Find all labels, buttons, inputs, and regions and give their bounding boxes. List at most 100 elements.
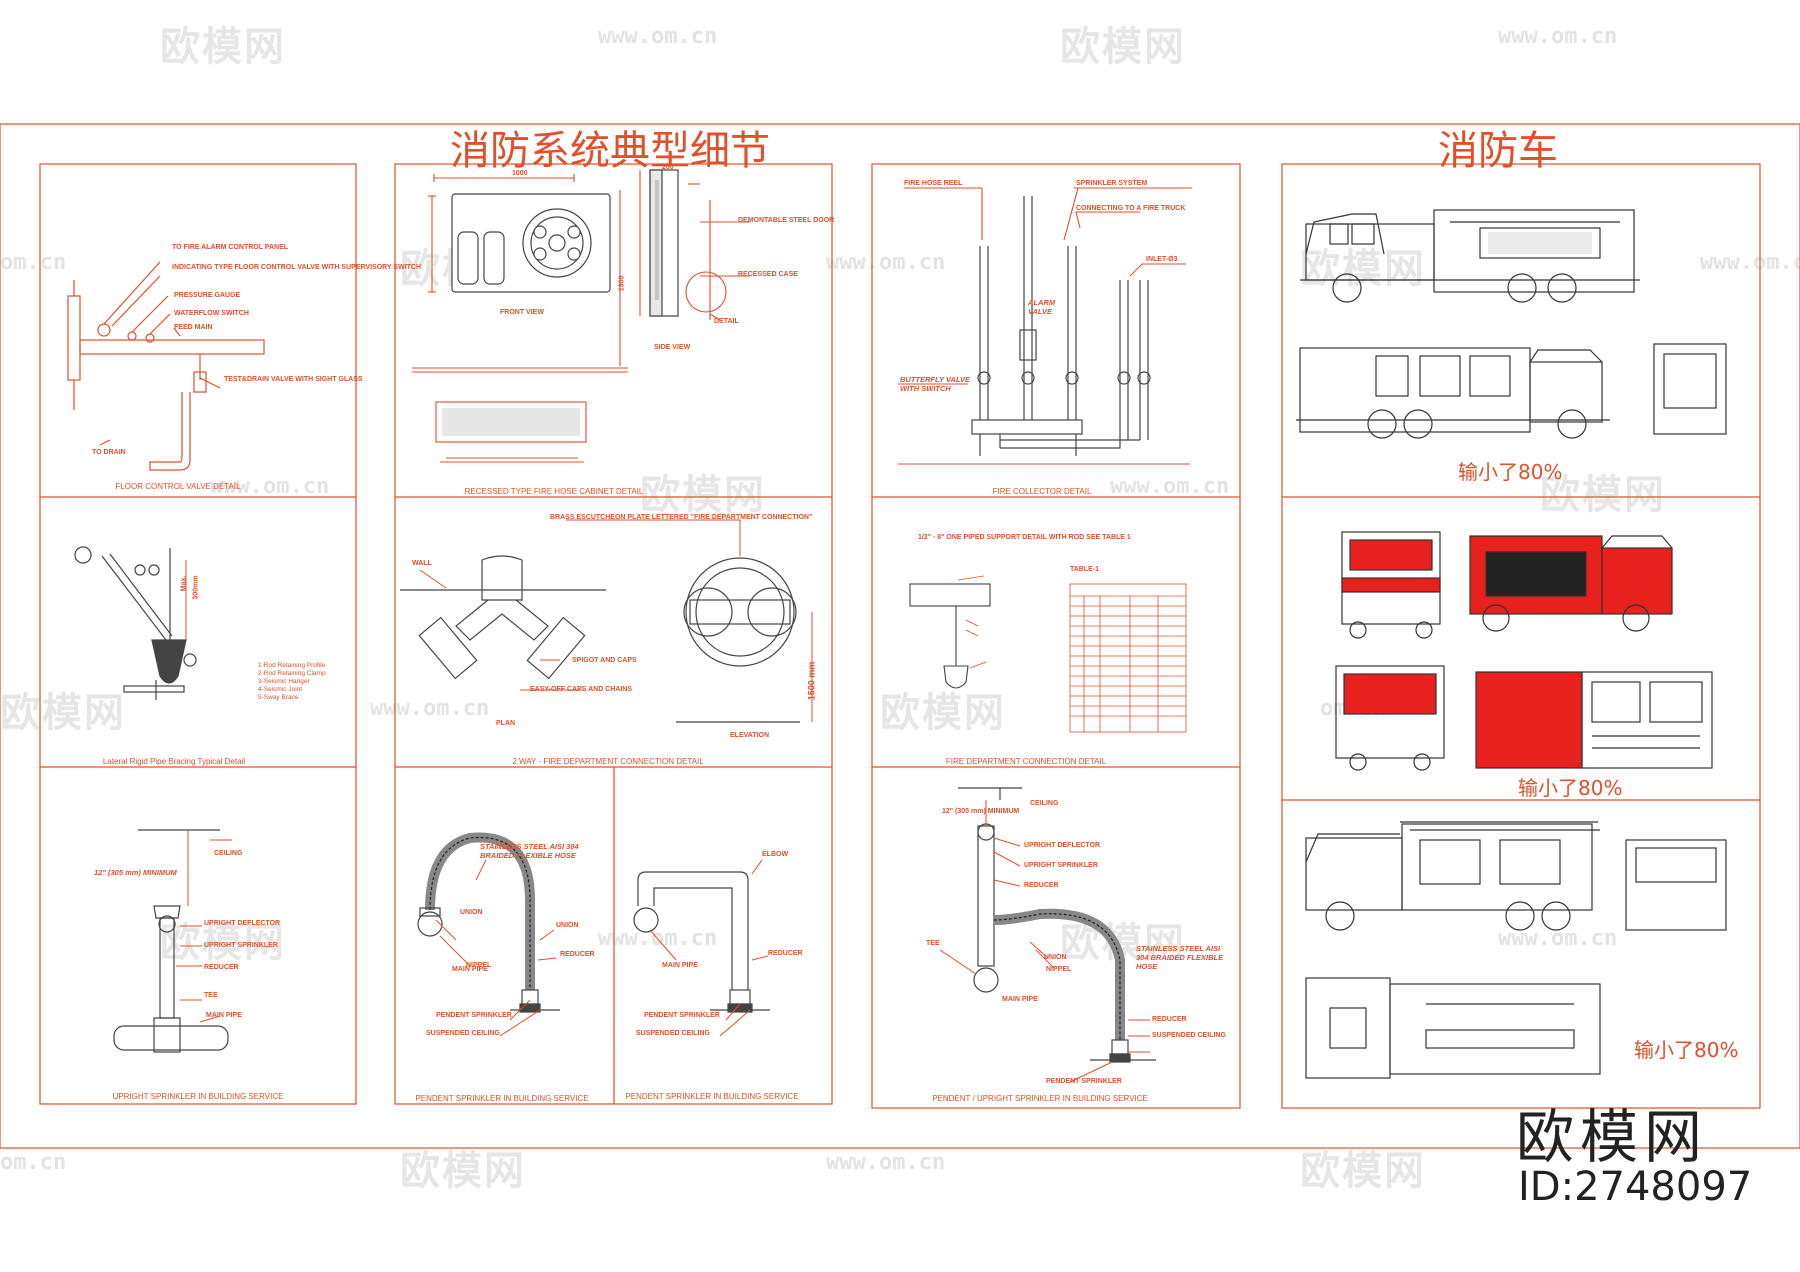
watermark-url: om.cn xyxy=(0,1150,67,1175)
label-tee: TEE xyxy=(926,940,940,947)
legend-item: 3-Seismic Hanger xyxy=(258,678,310,685)
label-wall: WALL xyxy=(412,560,432,567)
watermark-url: www.om.cn xyxy=(1498,24,1618,49)
label-main-pipe: MAIN PIPE xyxy=(662,962,698,969)
caption-floor-control: FLOOR CONTROL VALVE DETAIL xyxy=(115,482,241,491)
watermark-logo: 欧模网 xyxy=(0,690,126,736)
label-plan: PLAN xyxy=(496,720,516,727)
caption-hose-cabinet: RECESSED TYPE FIRE HOSE CABINET DETAIL xyxy=(464,487,644,496)
dim-depth: 200 xyxy=(662,164,674,171)
watermark-url: om.cn xyxy=(0,250,67,275)
label-max: Max. xyxy=(180,575,188,592)
label-suspended-ceiling: SUSPENDED CEILING xyxy=(636,1030,710,1037)
label-to-drain: TO DRAIN xyxy=(92,449,126,456)
label-indicating-valve: INDICATING TYPE FLOOR CONTROL VALVE WITH… xyxy=(172,264,422,271)
dim-300mm: 300mm xyxy=(192,575,200,600)
watermark-url: www.om.cn xyxy=(826,1150,946,1175)
label-side-view: SIDE VIEW xyxy=(654,344,691,351)
label-union: UNION xyxy=(460,909,483,916)
dim-height: 1300 xyxy=(618,275,626,292)
label-test-drain: TEST&DRAIN VALVE WITH SIGHT GLASS xyxy=(224,376,363,383)
label-recessed-case: RECESSED CASE xyxy=(738,271,798,278)
sheet-title-fire-trucks: 消防车 xyxy=(1438,128,1558,174)
label-brass-plate: BRASS ESCUTCHEON PLATE LETTERED "FIRE DE… xyxy=(550,514,813,521)
legend-item: 1-Rod Retaining Profile xyxy=(258,662,326,669)
label-fire-hose-reel: FIRE HOSE REEL xyxy=(904,180,963,187)
label-fire-truck-connection: CONNECTING TO A FIRE TRUCK xyxy=(1076,205,1186,212)
label-main-pipe: MAIN PIPE xyxy=(206,1012,242,1019)
truck-line-drawing-3 xyxy=(1305,821,1727,1079)
label-min-distance: 12" (305 mm) MINIMUM xyxy=(94,868,177,877)
caption-pendent-a: PENDENT SPRINKLER IN BUILDING SERVICE xyxy=(415,1094,589,1103)
caption-dept-connection: 2 WAY - FIRE DEPARTMENT CONNECTION DETAI… xyxy=(512,757,704,766)
label-ceiling: CEILING xyxy=(214,850,243,857)
label-spigot-caps: SPIGOT AND CAPS xyxy=(572,657,637,664)
table-title: TABLE-1 xyxy=(1070,566,1100,573)
watermark-logo: 欧模网 xyxy=(1300,1148,1426,1194)
label-butterfly-valve: BUTTERFLY VALVE WITH SWITCH xyxy=(900,375,971,393)
legend-item: 5-Sway Brace xyxy=(258,694,299,701)
label-main-pipe: MAIN PIPE xyxy=(452,966,488,973)
label-tee: TEE xyxy=(204,992,218,999)
label-reducer: REDUCER xyxy=(204,964,239,971)
watermark-logo: 欧模网 xyxy=(1300,246,1426,292)
label-reducer: REDUCER xyxy=(1024,882,1059,889)
label-nippel: NIPPEL xyxy=(1046,966,1072,973)
watermark-url: www.om.cn xyxy=(370,696,490,721)
label-detail: DETAIL xyxy=(714,318,739,325)
truck-side-view-2 xyxy=(1296,343,1727,439)
bracing-legend: 1-Rod Retaining Profile 2-Rod Retaining … xyxy=(258,662,326,702)
watermark-url: www.om.cn xyxy=(1700,250,1800,275)
watermark-url: www.om.cn xyxy=(826,250,946,275)
sheet-title-details: 消防系统典型细节 xyxy=(450,128,770,174)
label-front-view: FRONT VIEW xyxy=(500,309,544,316)
dim-1500mm: 1500 mm xyxy=(806,661,817,701)
caption-upright: UPRIGHT SPRINKLER IN BUILDING SERVICE xyxy=(112,1092,284,1101)
label-pressure-gauge: PRESSURE GAUGE xyxy=(174,292,241,299)
truck-side-view-1 xyxy=(1300,209,1640,303)
watermark-url: www.om.cn xyxy=(1110,474,1230,499)
watermark-logo: 欧模网 xyxy=(400,1148,526,1194)
watermark-url: www.om.cn xyxy=(210,474,330,499)
label-pendent-sprinkler: PENDENT SPRINKLER xyxy=(436,1012,512,1019)
scale-note: 输小了80% xyxy=(1458,460,1563,484)
label-reducer: REDUCER xyxy=(560,951,595,958)
watermark-logo: 欧模网 xyxy=(160,24,286,70)
label-reducer-2: REDUCER xyxy=(1152,1016,1187,1023)
caption-pipe-support: FIRE DEPARTMENT CONNECTION DETAIL xyxy=(945,757,1107,766)
label-min-distance: 12" (305 mm) MINIMUM xyxy=(942,808,1020,815)
label-braided-hose: STAINLESS STEEL AISI 304 BRAIDED FLEXIBL… xyxy=(480,842,579,860)
caption-pendent-b: PENDENT SPRINKLER IN BUILDING SERVICE xyxy=(625,1092,799,1101)
scale-note: 输小了80% xyxy=(1634,1038,1739,1062)
brand-id: ID:2748097 xyxy=(1518,1164,1753,1210)
brand-logo: 欧模网 xyxy=(1516,1103,1709,1171)
legend-item: 2-Rod Retaining Clamp xyxy=(258,670,326,677)
label-union-2: UNION xyxy=(556,922,579,929)
watermark-logo: 欧模网 xyxy=(640,472,766,518)
label-upright-sprinkler: UPRIGHT SPRINKLER xyxy=(204,942,278,949)
dim-width: 1000 xyxy=(512,170,528,177)
fire-truck-red xyxy=(1335,531,1713,771)
pipe-support-heading: 1/2" - 8" ONE PIPED SUPPORT DETAIL WITH … xyxy=(918,534,1131,541)
label-waterflow-switch: WATERFLOW SWITCH xyxy=(174,310,249,317)
label-upright-sprinkler: UPRIGHT SPRINKLER xyxy=(1024,862,1098,869)
label-feed-main: FEED MAIN xyxy=(174,324,213,331)
label-suspended-ceiling: SUSPENDED CEILING xyxy=(1152,1032,1226,1039)
label-reducer: REDUCER xyxy=(768,950,803,957)
label-alarm-valve: ALARM VALVE xyxy=(1028,298,1056,316)
watermark-logo: 欧模网 xyxy=(880,690,1006,736)
watermark-logo: 欧模网 xyxy=(1540,472,1666,518)
label-easy-off-caps: EASY-OFF CAPS AND CHAINS xyxy=(530,686,633,693)
watermark-logo: 欧模网 xyxy=(1060,24,1186,70)
watermark-url: www.om.cn xyxy=(598,24,718,49)
caption-pendent-upright: PENDENT / UPRIGHT SPRINKLER IN BUILDING … xyxy=(932,1094,1148,1103)
label-nippel: NIPPEL xyxy=(466,962,492,969)
label-sprinkler-system: SPRINKLER SYSTEM xyxy=(1076,180,1148,187)
label-elbow: ELBOW xyxy=(762,851,789,858)
label-upright-deflector: UPRIGHT DEFLECTOR xyxy=(204,920,281,927)
label-union: UNION xyxy=(1044,954,1067,961)
label-elevation: ELEVATION xyxy=(730,732,770,739)
label-inlet: INLET-Ø3 xyxy=(1146,256,1178,263)
label-steel-door: DEMONTABLE STEEL DOOR xyxy=(738,217,835,224)
